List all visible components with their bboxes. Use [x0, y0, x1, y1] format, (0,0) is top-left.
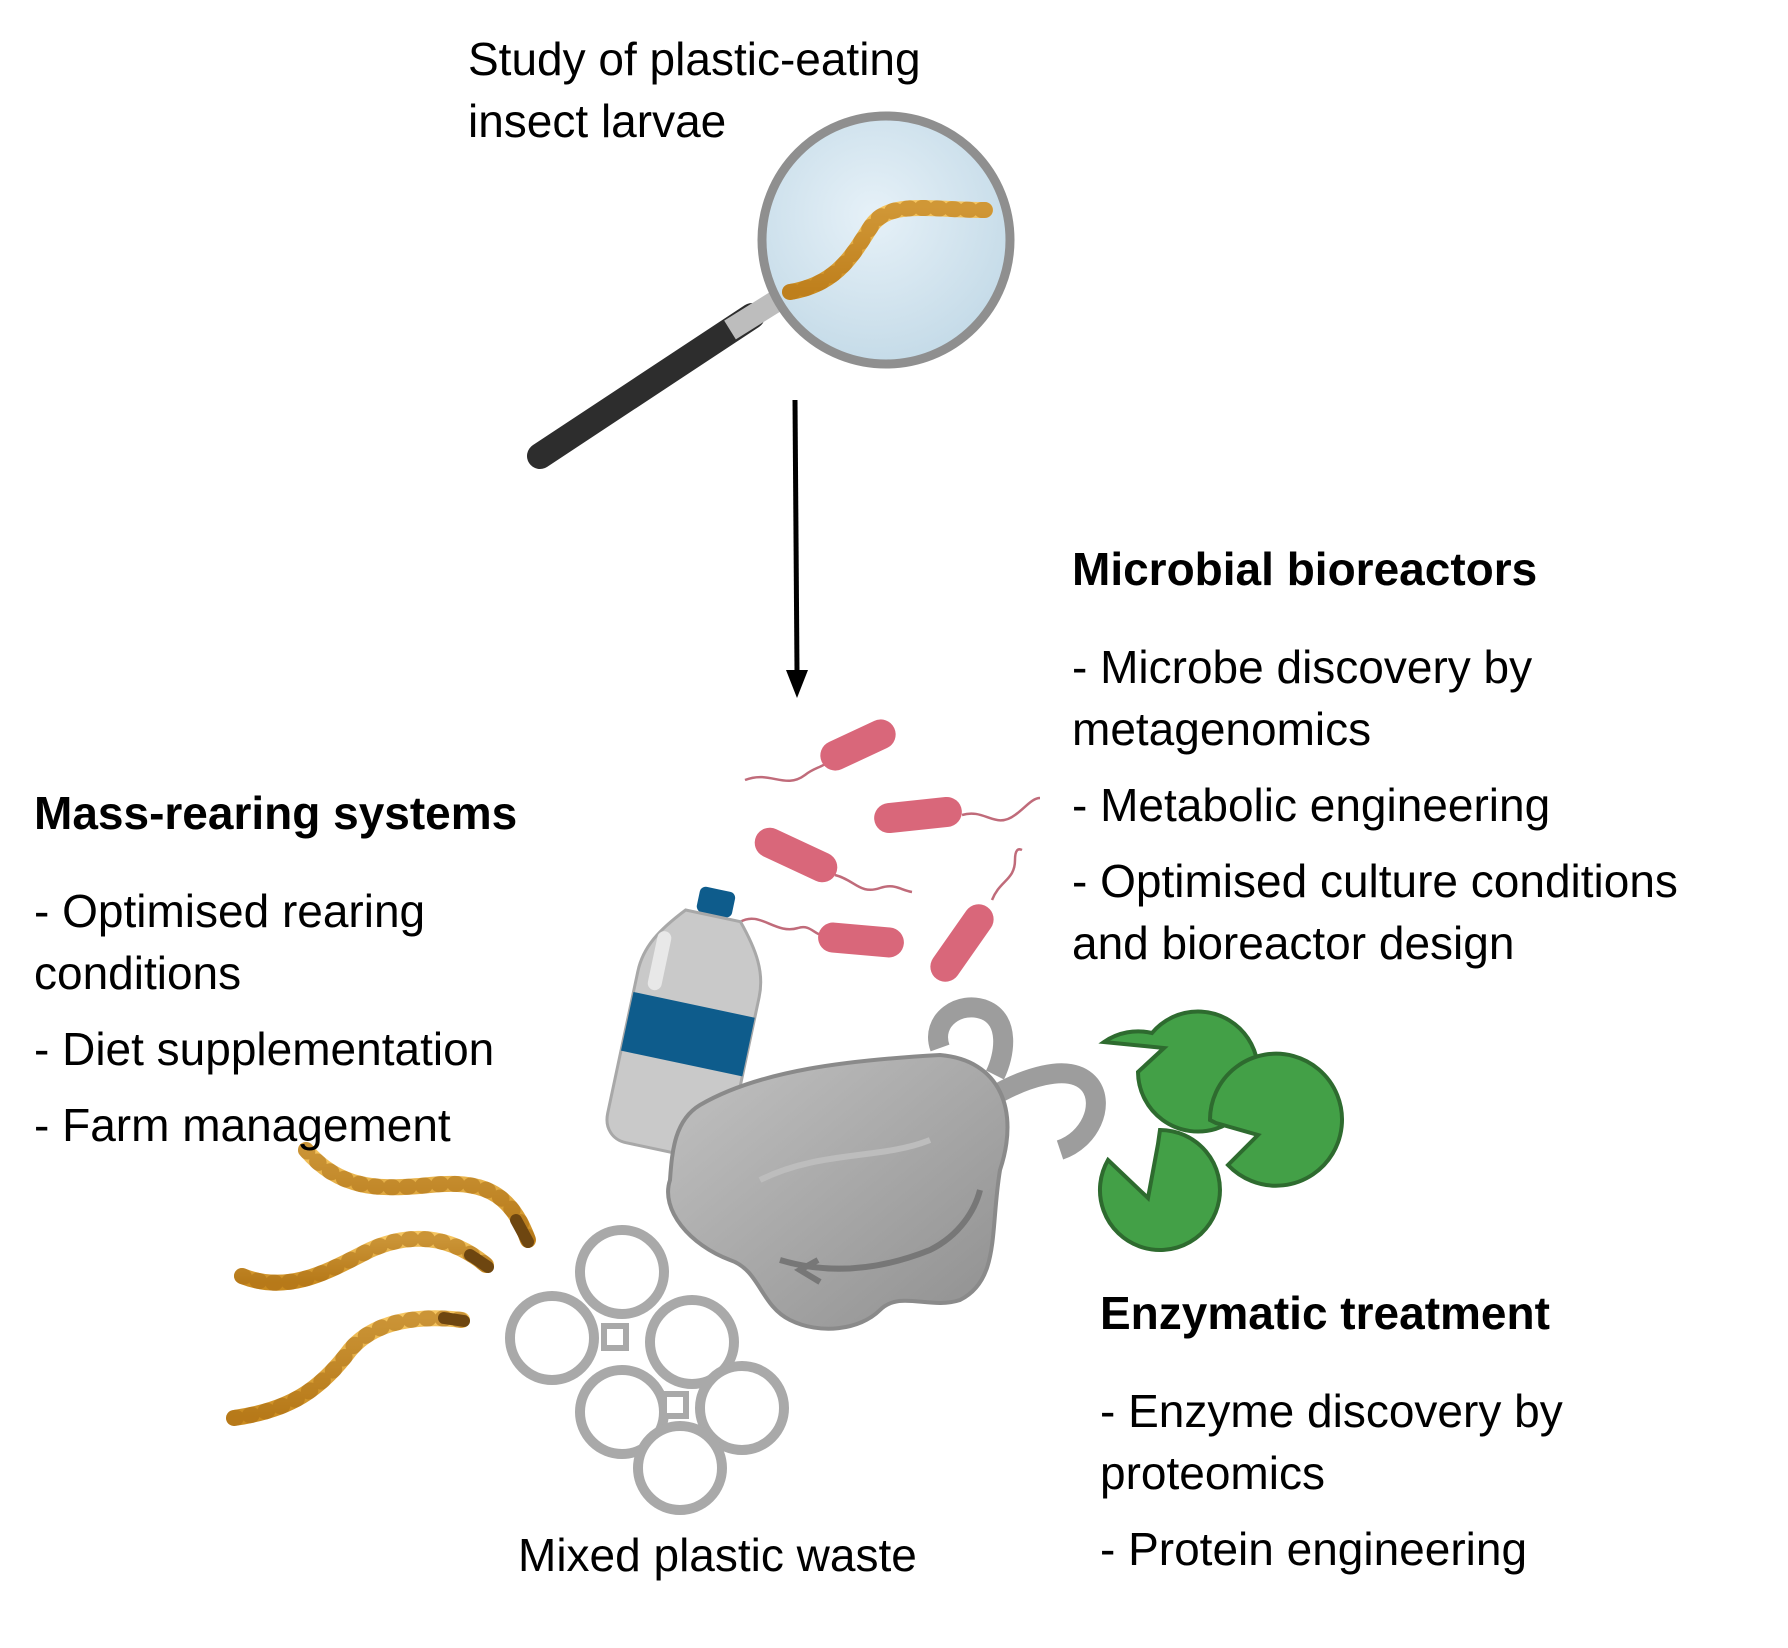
- enzymatic-item-1-line-2: proteomics: [1100, 1447, 1325, 1499]
- enzyme-icon: [1097, 1127, 1222, 1252]
- bacterium-icon: [744, 719, 896, 782]
- enzymatic-item-1-line-1: - Enzyme discovery by: [1100, 1385, 1563, 1437]
- bacteria-group: [739, 719, 1041, 982]
- arrow-down-icon: [786, 399, 808, 698]
- mass-rearing-item-3: - Farm management: [34, 1099, 451, 1151]
- microbial-item-2: - Metabolic engineering: [1072, 779, 1551, 831]
- mass-rearing-item: - Optimised rearing conditions: [34, 880, 517, 1004]
- larva-icon: [234, 1230, 494, 1291]
- bottom-label: Mixed plastic waste: [518, 1529, 917, 1581]
- mass-rearing-title: Mass-rearing systems: [34, 787, 518, 839]
- microbial-title: Microbial bioreactors: [1072, 543, 1538, 595]
- bacterium-icon: [874, 796, 1041, 834]
- top-label-line-1: Study of plastic-eating: [468, 33, 921, 85]
- larva-icon: [298, 1142, 536, 1248]
- mass-rearing-item-1-line-1: - Optimised rearing: [34, 885, 426, 937]
- microbial-item-1-line-2: metagenomics: [1072, 703, 1372, 755]
- mass-rearing-block: Mass-rearing systems - Optimised rearing…: [34, 790, 517, 1156]
- top-label-line-2: insect larvae: [468, 95, 727, 147]
- six-pack-ring-icon: [505, 1225, 789, 1515]
- microbial-item-3-line-2: and bioreactor design: [1072, 917, 1515, 969]
- microbial-item-1-line-1: - Microbe discovery by: [1072, 641, 1533, 693]
- enzymatic-item: - Enzyme discovery by proteomics: [1100, 1380, 1563, 1504]
- microbial-item: - Optimised culture conditions and biore…: [1072, 850, 1678, 974]
- enzymes-group: [1097, 1009, 1344, 1252]
- plastic-bag-icon: [666, 997, 1106, 1331]
- enzymatic-block: Enzymatic treatment - Enzyme discovery b…: [1100, 1290, 1563, 1580]
- mass-rearing-item-2: - Diet supplementation: [34, 1023, 495, 1075]
- mass-rearing-item-1-line-2: conditions: [34, 947, 242, 999]
- microbial-item-3-line-1: - Optimised culture conditions: [1072, 855, 1678, 907]
- enzymatic-item-2: - Protein engineering: [1100, 1523, 1528, 1575]
- bacterium-icon: [754, 827, 913, 894]
- enzyme-icon: [1207, 1051, 1344, 1188]
- top-label: Study of plastic-eating insect larvae: [468, 28, 921, 152]
- magnifying-glass-icon: [527, 111, 1015, 469]
- larva-icon: [226, 1310, 470, 1426]
- larvae-group: [226, 1142, 536, 1426]
- bacterium-icon: [930, 848, 1023, 982]
- enzymatic-title: Enzymatic treatment: [1100, 1287, 1550, 1339]
- microbial-block: Microbial bioreactors - Microbe discover…: [1072, 546, 1678, 974]
- microbial-item: - Microbe discovery by metagenomics: [1072, 636, 1678, 760]
- bacterium-icon: [739, 917, 904, 958]
